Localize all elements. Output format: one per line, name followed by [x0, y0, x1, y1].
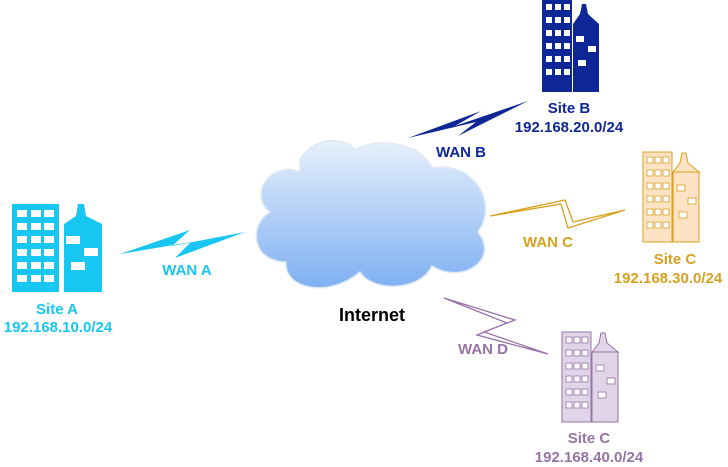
wan-d-link-icon — [443, 297, 549, 355]
site-d-building-icon — [561, 331, 620, 423]
site-d-subnet: 192.168.40.0/24 — [534, 449, 644, 466]
internet-label: Internet — [338, 305, 406, 325]
site-c-name: Site C — [653, 251, 697, 268]
site-a-subnet: 192.168.10.0/24 — [3, 319, 113, 336]
wan-d-label: WAN D — [458, 341, 508, 358]
site-b-building-icon — [542, 0, 599, 92]
wan-c-label: WAN C — [523, 234, 573, 251]
wan-a-label: WAN A — [162, 262, 212, 279]
wan-c-link-icon — [489, 199, 626, 229]
internet-cloud-icon — [255, 140, 487, 289]
wan-a-link-icon — [120, 230, 245, 258]
wan-b-link-icon — [408, 101, 528, 138]
site-a-name: Site A — [36, 301, 78, 318]
wan-b-label: WAN B — [436, 144, 486, 161]
site-b-subnet: 192.168.20.0/24 — [514, 119, 624, 136]
site-c-subnet: 192.168.30.0/24 — [613, 270, 723, 287]
site-a-building-icon — [12, 204, 102, 292]
site-d-name: Site C — [567, 430, 611, 447]
site-c-building-icon — [642, 151, 701, 243]
site-b-name: Site B — [547, 100, 591, 117]
